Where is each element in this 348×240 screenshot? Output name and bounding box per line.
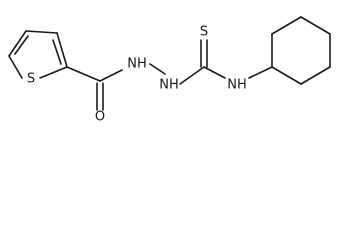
molecule-diagram: S O NH NH S NH	[8, 16, 331, 125]
bond-n2-thiocarbonyl	[179, 66, 205, 85]
atom-label-carbonyl-o: O	[95, 110, 105, 125]
cyclohexane-ring	[271, 16, 331, 85]
bond-cy2-cy3	[271, 16, 302, 35]
atom-label-thiocarbonyl-s: S	[200, 25, 208, 40]
bond-c3-c4	[25, 30, 58, 34]
bond-c2-c3-double	[14, 35, 29, 55]
bond-c5-carbonyl	[66, 66, 101, 82]
thiophene-ring	[8, 30, 68, 79]
bond-c2-c3	[8, 30, 27, 57]
bond-cy5-cy6	[300, 66, 331, 85]
bond-c4-c5	[56, 32, 68, 68]
bond-n1-n2	[149, 63, 166, 75]
bond-c5-s1	[39, 66, 68, 79]
bond-thiocarbonyl-n3	[203, 66, 226, 79]
atom-label-amine-nh: NH	[227, 78, 247, 93]
bond-cy3-cy4	[300, 16, 331, 35]
bond-s1-c2	[8, 55, 23, 79]
atom-label-hydrazide-nh1: NH	[127, 57, 147, 72]
bond-c4-c5-double	[52, 39, 62, 65]
bond-n3-cyclohexyl	[248, 66, 273, 79]
atom-label-thiophene-s: S	[27, 72, 35, 87]
thiourea-group	[179, 39, 226, 85]
bond-cy6-cy1	[271, 66, 302, 85]
bond-carbonyl-n1	[99, 69, 123, 82]
structure-drawing: S O NH NH S NH	[8, 16, 331, 125]
carbonyl-group	[66, 66, 123, 111]
atom-label-hydrazide-nh2: NH	[159, 78, 179, 93]
